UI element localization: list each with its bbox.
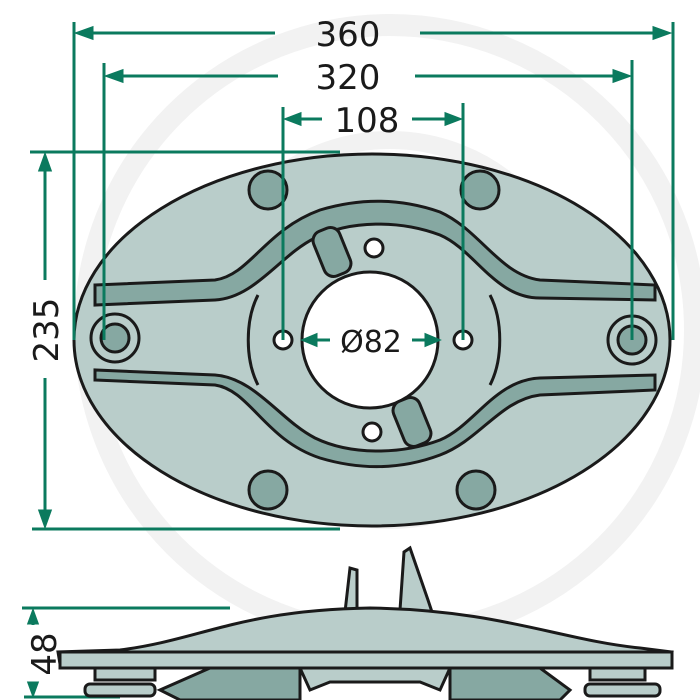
dim-label-360: 360 <box>316 15 381 55</box>
dim-label-320: 320 <box>316 58 381 98</box>
side-view-plate <box>56 545 674 700</box>
dim-label-bore: Ø82 <box>340 325 402 360</box>
dim-label-108: 108 <box>335 101 400 141</box>
dimension-lines <box>22 22 675 699</box>
dim-label-235: 235 <box>27 298 67 363</box>
